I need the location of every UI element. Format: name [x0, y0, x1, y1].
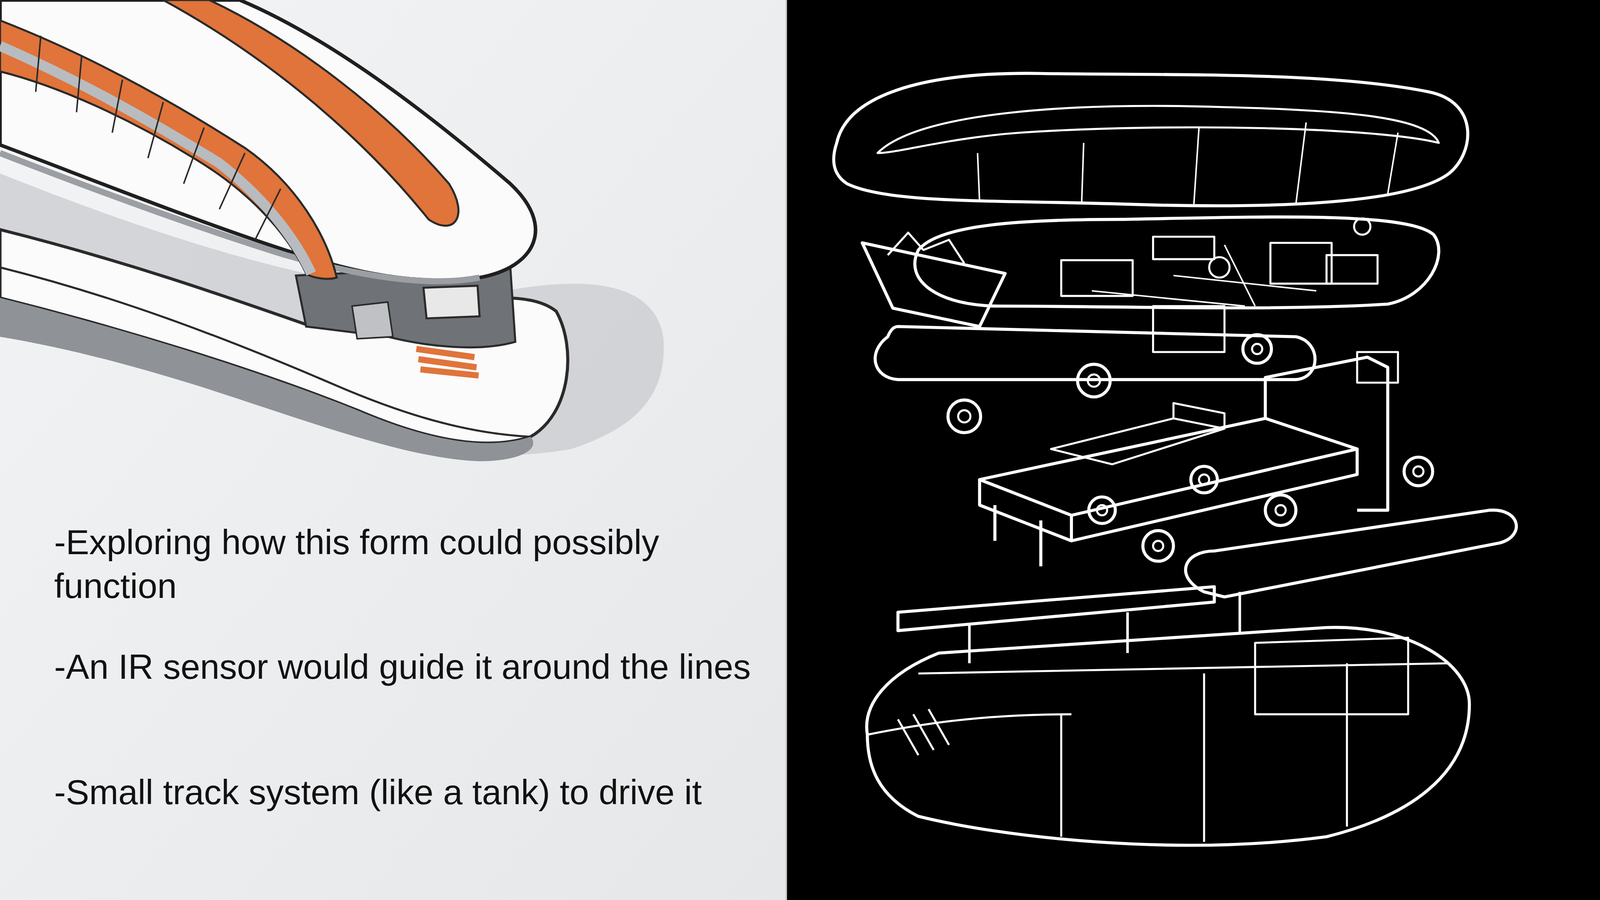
divider [785, 0, 788, 900]
exploded-drawing [833, 73, 1517, 845]
bullet-note: -Exploring how this form could possibly … [54, 520, 759, 608]
bullet-note: -An IR sensor would guide it around the … [54, 645, 759, 689]
dark-panel [786, 0, 1600, 900]
bullet-note: -Small track system (like a tank) to dri… [54, 770, 759, 815]
paper-panel [0, 0, 786, 900]
robot-sketch [0, 0, 664, 462]
